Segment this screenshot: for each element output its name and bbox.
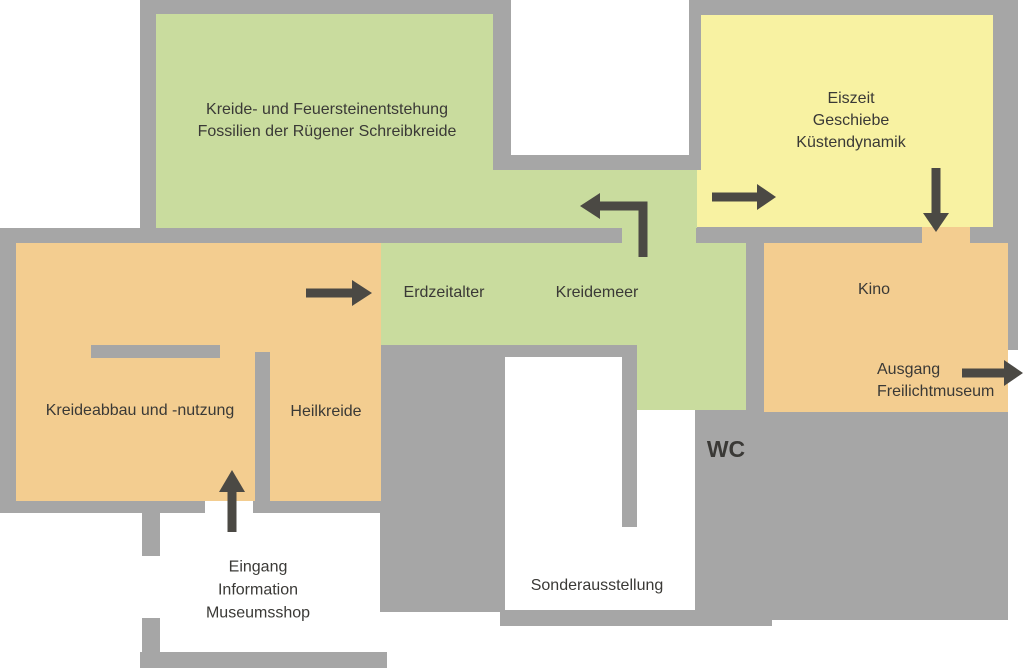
exit-door-opening xyxy=(1008,350,1024,513)
sonder-top-wall xyxy=(505,343,637,357)
room-eiszeit xyxy=(701,15,993,170)
sonder-bottom-wall xyxy=(500,610,772,626)
room-kreide-feuerstein xyxy=(156,14,493,228)
label-kino: Kino xyxy=(857,281,891,298)
entrance-door-opening xyxy=(205,501,253,513)
door-green-passage xyxy=(622,228,696,243)
label-ausgang: Ausgang Freilichtmuseum xyxy=(877,361,995,400)
label-heilkreide: Heilkreide xyxy=(290,403,362,420)
label-erdzeitalter: Erdzeitalter xyxy=(403,284,485,301)
label-sonderausstellung: Sonderausstellung xyxy=(530,577,664,594)
room-kreideabbau-heilkreide xyxy=(16,243,381,501)
label-kreidemeer: Kreidemeer xyxy=(555,284,639,301)
wc-area-block xyxy=(695,412,1008,620)
heilkreide-divider-wall xyxy=(255,352,270,513)
room-kreide-feuerstein-strip xyxy=(493,170,697,228)
door-eiszeit-kino xyxy=(922,227,970,243)
label-eingang: Eingang Information Museumsshop xyxy=(205,558,311,622)
label-wc: WC xyxy=(706,436,746,462)
room-kino xyxy=(764,243,1008,412)
sonder-divider-wall xyxy=(622,357,637,527)
corridor-block xyxy=(380,343,505,612)
label-eiszeit: Eiszeit Geschiebe Küstendynamik xyxy=(796,90,906,151)
label-kreide-feuerstein: Kreide- und Feuersteinentstehung Fossili… xyxy=(197,101,457,140)
entrance-bottom-wall xyxy=(140,652,387,668)
entrance-left-wall-lower xyxy=(142,618,160,652)
room-eiszeit-lower xyxy=(697,170,993,227)
entrance-room xyxy=(160,513,380,652)
entrance-left-wall-upper xyxy=(142,513,160,556)
kreideabbau-inner-wall xyxy=(91,345,220,358)
label-kreideabbau: Kreideabbau und -nutzung xyxy=(45,402,235,419)
courtyard-notch xyxy=(511,0,689,155)
room-kreidemeer-column xyxy=(637,243,746,410)
